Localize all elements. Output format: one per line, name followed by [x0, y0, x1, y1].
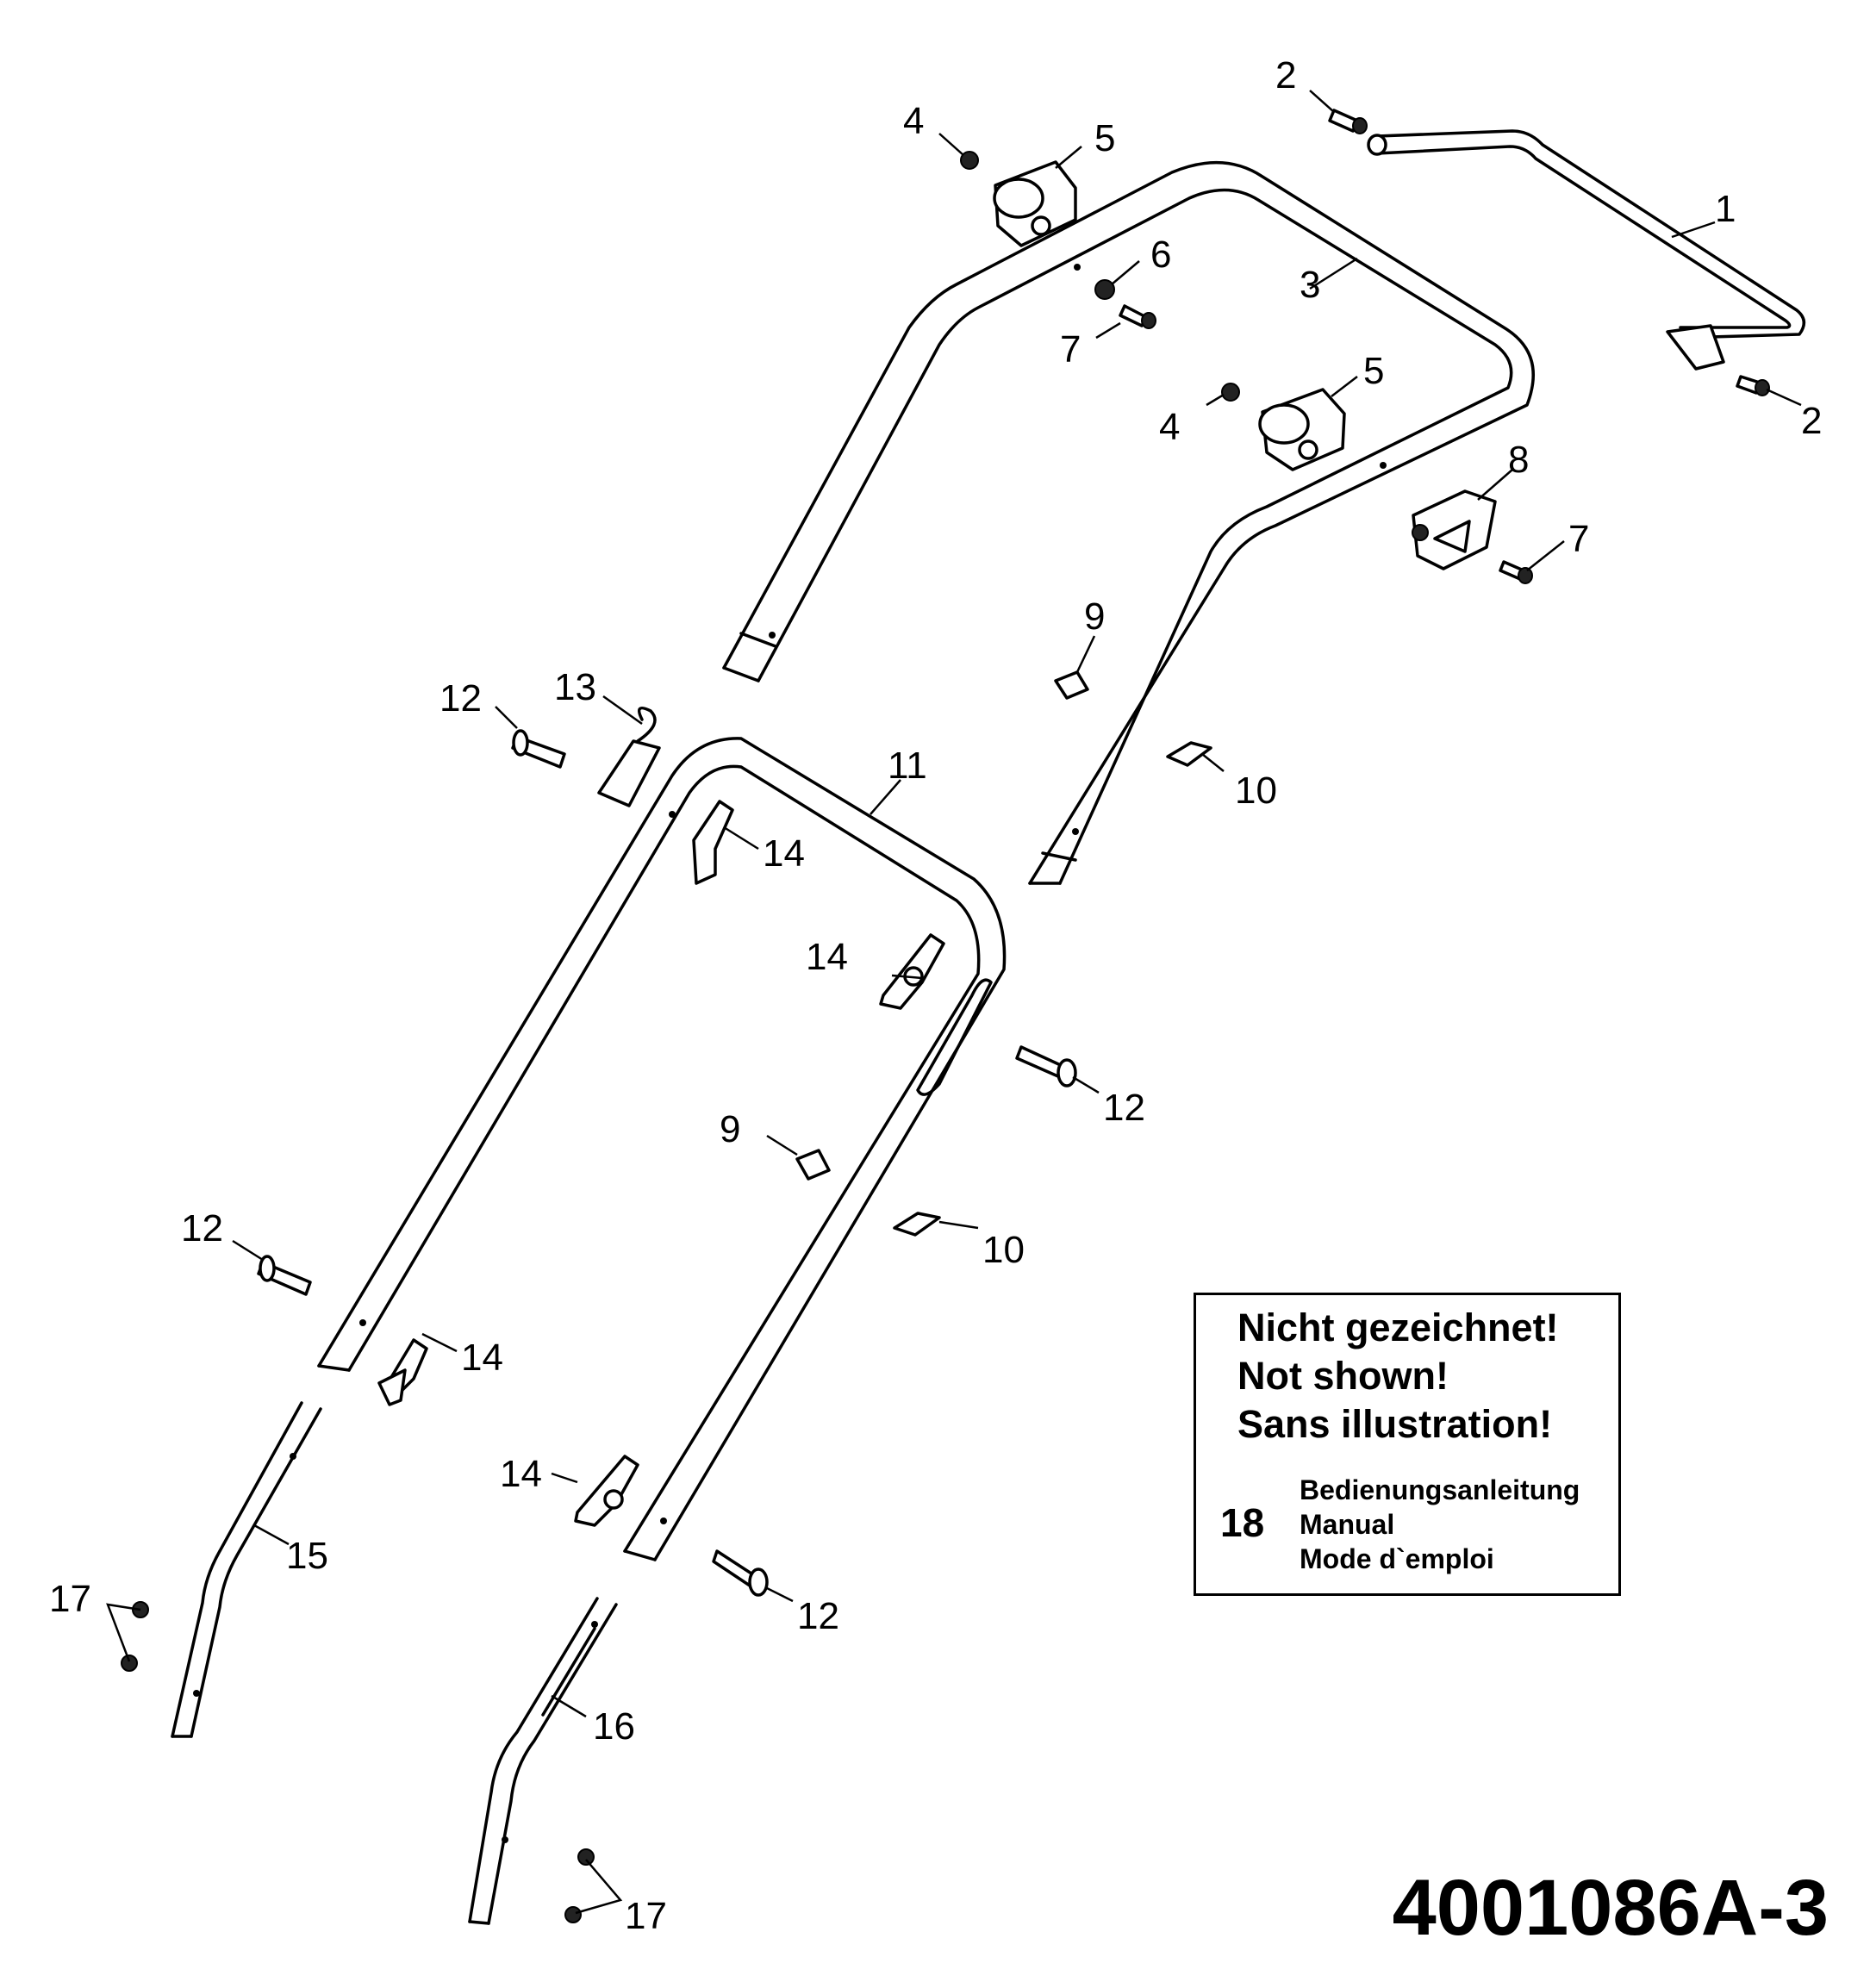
note-item-en: Manual	[1300, 1509, 1395, 1540]
callout-8: 8	[1508, 439, 1529, 481]
part-5-clamp-upper	[993, 160, 1077, 247]
callout-7: 7	[1060, 328, 1081, 371]
callout-3: 3	[1300, 264, 1320, 306]
part-14-wing-nut-a	[692, 800, 734, 885]
callout-9-lower: 9	[720, 1108, 740, 1150]
part-10-washer-lower	[893, 1212, 941, 1237]
callout-labels: 1 2 2 3 4 4 5 5 6 7 7 8 9 9 10 10 11 12 …	[49, 54, 1822, 1937]
callout-7-lower: 7	[1568, 518, 1589, 560]
callout-17-b: 17	[625, 1895, 667, 1937]
part-3-upper-handle	[722, 160, 1535, 885]
part-2-screw-lower	[1736, 375, 1770, 396]
callout-10-lower: 10	[982, 1229, 1025, 1271]
callout-12-d: 12	[797, 1595, 839, 1637]
part-14-wing-nut-d	[574, 1455, 639, 1527]
callout-12-c: 12	[181, 1207, 223, 1250]
callout-2: 2	[1275, 54, 1296, 97]
callout-17-a: 17	[49, 1578, 91, 1620]
part-14-wing-nut-b	[879, 933, 945, 1010]
part-10-washer	[1166, 741, 1212, 767]
part-17-screw-c	[577, 1848, 595, 1866]
callout-12-a: 12	[439, 677, 482, 720]
part-15-left-leg	[171, 1401, 322, 1738]
part-12-bolt-a	[511, 729, 566, 769]
note-item-fr: Mode d`emploi	[1300, 1543, 1494, 1574]
part-12-bolt-c	[257, 1255, 312, 1296]
part-16-right-leg	[468, 1597, 618, 1925]
part-6-nut	[1094, 279, 1115, 300]
callout-6: 6	[1150, 234, 1171, 276]
part-2-screw	[1328, 109, 1368, 134]
part-14-wing-nut-c	[377, 1338, 428, 1406]
part-1-control-bar	[1367, 129, 1805, 371]
note-item-number: 18	[1220, 1500, 1265, 1545]
callout-10: 10	[1235, 770, 1277, 812]
part-4-nut	[960, 151, 979, 170]
callout-14-c: 14	[461, 1337, 503, 1379]
callout-14-d: 14	[500, 1453, 542, 1495]
part-12-bolt-d	[712, 1549, 769, 1597]
part-9-insert-lower	[795, 1149, 831, 1181]
callout-5-lower: 5	[1363, 350, 1384, 392]
callout-16: 16	[593, 1705, 635, 1748]
part-4-nut-lower	[1221, 383, 1240, 402]
part-12-bolt-b	[1015, 1045, 1077, 1087]
note-line-fr: Sans illustration!	[1237, 1402, 1553, 1446]
note-line-en: Not shown!	[1237, 1354, 1449, 1398]
note-line-de: Nicht gezeichnet!	[1237, 1306, 1559, 1349]
callout-1: 1	[1715, 188, 1736, 230]
callout-5: 5	[1094, 117, 1115, 159]
part-17-screw-d	[564, 1906, 582, 1923]
part-9-insert	[1054, 670, 1089, 700]
callout-4: 4	[903, 100, 924, 142]
callout-14-b: 14	[806, 936, 848, 978]
callout-4-lower: 4	[1159, 406, 1180, 448]
callout-2-lower: 2	[1801, 400, 1822, 442]
leader-lines	[106, 90, 1802, 1915]
callout-11: 11	[888, 745, 927, 787]
part-7-screw	[1119, 304, 1156, 329]
callout-12-b: 12	[1103, 1087, 1145, 1129]
callout-13: 13	[554, 666, 596, 708]
part-5-clamp-lower	[1258, 388, 1346, 471]
not-shown-note-box: Nicht gezeichnet! Not shown! Sans illust…	[1194, 1293, 1621, 1596]
part-11-lower-handle	[317, 737, 1007, 1561]
note-item-de: Bedienungsanleitung	[1300, 1474, 1580, 1505]
callout-14-a: 14	[763, 832, 805, 875]
callout-15: 15	[286, 1535, 328, 1577]
part-17-screw-b	[121, 1655, 138, 1672]
callout-9: 9	[1084, 595, 1105, 638]
part-8-cable-holder	[1412, 489, 1497, 570]
diagram-id-label: 4001086A-3	[1392, 1864, 1829, 1952]
part-13-cable-clip	[597, 706, 661, 807]
part-7-screw-lower	[1499, 560, 1533, 584]
